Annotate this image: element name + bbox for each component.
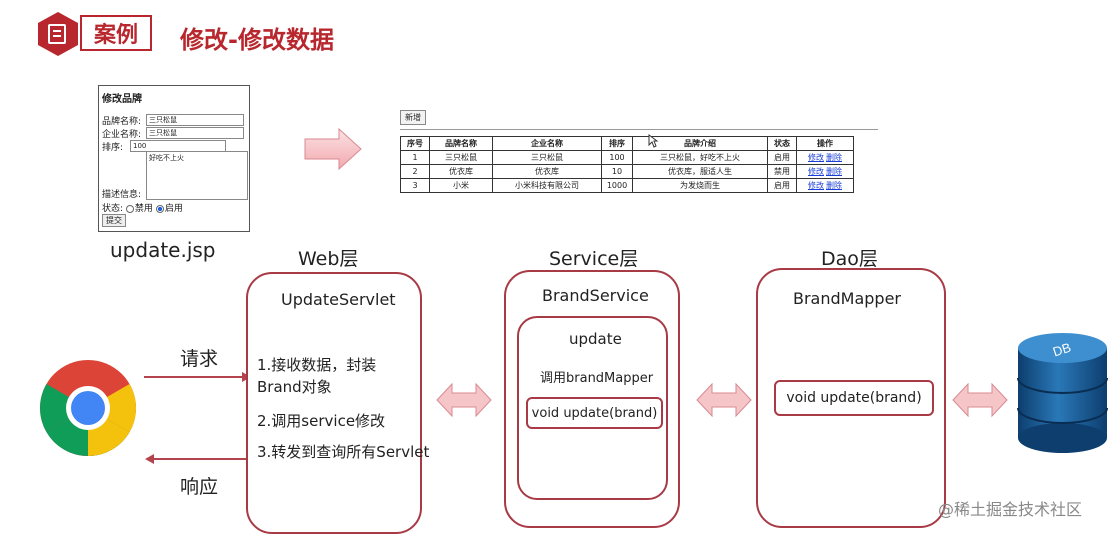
service-method-name: update <box>569 330 622 348</box>
delete-link: 删除 <box>826 153 842 162</box>
cell: 2 <box>400 164 430 179</box>
double-arrow-icon <box>696 382 752 418</box>
submit-button: 提交 <box>102 214 126 227</box>
radio-disabled-icon <box>125 204 134 213</box>
col-header: 排序 <box>601 136 633 151</box>
mapper-title: BrandMapper <box>793 289 901 308</box>
servlet-title: UpdateServlet <box>281 290 396 309</box>
cell: 三只松鼠 <box>492 150 602 165</box>
request-arrow-icon <box>144 372 251 382</box>
cell: 启用 <box>767 150 797 165</box>
cell: 优衣库，服适人生 <box>632 164 768 179</box>
status-label: 状态: <box>102 204 124 214</box>
form-title: 修改品牌 <box>102 94 142 105</box>
divider <box>400 129 878 130</box>
cell: 小米 <box>429 178 493 193</box>
web-layer-label: Web层 <box>298 248 359 270</box>
cell: 1 <box>400 150 430 165</box>
update-method-box <box>517 316 668 500</box>
brand-name-field: 三只松鼠 <box>146 114 244 126</box>
table-header-row: 序号 品牌名称 企业名称 排序 品牌介绍 状态 操作 <box>400 136 854 151</box>
mapper-update-signature: void update(brand) <box>774 380 934 416</box>
description-label: 描述信息: <box>102 190 142 200</box>
service-update-signature: void update(brand) <box>526 397 663 429</box>
double-arrow-icon <box>436 382 492 418</box>
company-label: 企业名称: <box>102 130 142 140</box>
form-caption: update.jsp <box>110 238 216 262</box>
watermark: @稀土掘金技术社区 <box>938 500 1083 519</box>
cell: 100 <box>601 150 633 165</box>
cell: 优衣库 <box>429 164 493 179</box>
cell: 禁用 <box>767 164 797 179</box>
company-field: 三只松鼠 <box>146 127 244 139</box>
col-header: 企业名称 <box>492 136 602 151</box>
cell: 启用 <box>767 178 797 193</box>
cell-actions: 修改删除 <box>796 164 854 179</box>
cell: 10 <box>601 164 633 179</box>
cell-actions: 修改删除 <box>796 178 854 193</box>
response-arrow-icon <box>145 454 252 464</box>
cell: 1000 <box>601 178 633 193</box>
status-disabled-label: 禁用 <box>134 204 153 214</box>
col-header: 序号 <box>400 136 430 151</box>
servlet-step-1: 1.接收数据，封装Brand对象 <box>257 356 377 396</box>
dao-layer-label: Dao层 <box>821 248 878 270</box>
col-header: 操作 <box>796 136 854 151</box>
service-title: BrandService <box>542 286 649 305</box>
document-icon <box>48 24 66 44</box>
db-label: DB <box>1051 340 1073 360</box>
edit-link: 修改 <box>808 153 824 162</box>
edit-link: 修改 <box>808 181 824 190</box>
double-arrow-icon <box>952 382 1008 418</box>
col-header: 状态 <box>767 136 797 151</box>
right-arrow-icon <box>304 127 362 171</box>
page-title: 修改-修改数据 <box>180 26 334 54</box>
dao-layer-box <box>756 268 946 528</box>
cell: 三只松鼠 <box>429 150 493 165</box>
web-layer-box <box>246 272 422 534</box>
table-row: 2 优衣库 优衣库 10 优衣库，服适人生 禁用 修改删除 <box>400 164 854 179</box>
servlet-step-2: 2.调用service修改 <box>257 412 386 430</box>
cell: 优衣库 <box>492 164 602 179</box>
edit-link: 修改 <box>808 167 824 176</box>
status-row: 状态: 禁用 启用 <box>102 201 183 214</box>
brand-name-label: 品牌名称: <box>102 117 142 127</box>
cell: 3 <box>400 178 430 193</box>
request-label: 请求 <box>180 348 219 370</box>
status-enabled-label: 启用 <box>164 204 183 214</box>
table-row: 3 小米 小米科技有限公司 1000 为发烧而生 启用 修改删除 <box>400 178 854 193</box>
cell-actions: 修改删除 <box>796 150 854 165</box>
case-label: 案例 <box>80 15 152 51</box>
description-field: 好吃不上火 <box>146 151 248 200</box>
table-row: 1 三只松鼠 三只松鼠 100 三只松鼠，好吃不上火 启用 修改删除 <box>400 150 854 165</box>
cell: 三只松鼠，好吃不上火 <box>632 150 768 165</box>
chrome-browser-icon <box>39 360 137 457</box>
brand-table: 序号 品牌名称 企业名称 排序 品牌介绍 状态 操作 1 三只松鼠 三只松鼠 1… <box>400 136 854 193</box>
cell: 小米科技有限公司 <box>492 178 602 193</box>
service-call-text: 调用brandMapper <box>540 371 654 386</box>
servlet-step-3: 3.转发到查询所有Servlet <box>257 443 430 461</box>
mouse-cursor-icon <box>648 134 658 148</box>
database-icon: DB <box>1017 333 1108 453</box>
radio-enabled-icon <box>155 204 164 213</box>
update-form-screenshot: 修改品牌 品牌名称: 三只松鼠 企业名称: 三只松鼠 排序: 100 好吃不上火… <box>98 85 250 232</box>
response-label: 响应 <box>180 476 219 498</box>
delete-link: 删除 <box>826 167 842 176</box>
cell: 为发烧而生 <box>632 178 768 193</box>
order-label: 排序: <box>102 143 124 153</box>
add-button: 新增 <box>400 110 426 125</box>
delete-link: 删除 <box>826 181 842 190</box>
col-header: 品牌名称 <box>429 136 493 151</box>
service-layer-label: Service层 <box>549 248 639 270</box>
